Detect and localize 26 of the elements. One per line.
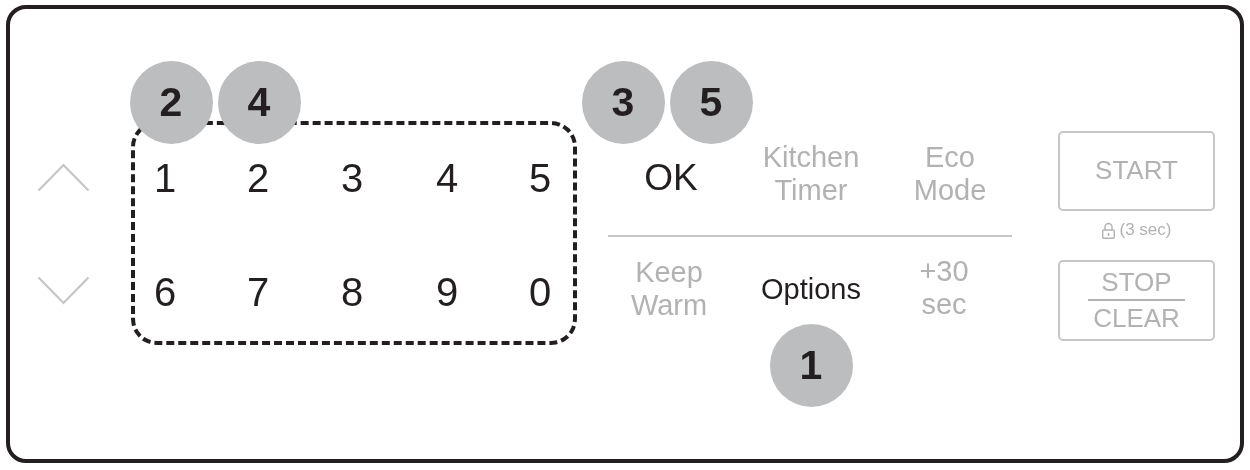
hold-time-label: (3 sec) bbox=[1119, 220, 1172, 241]
key-digit: 9 bbox=[435, 270, 459, 314]
key-digit: 0 bbox=[528, 270, 552, 314]
stop-clear-button: STOP CLEAR bbox=[1058, 260, 1215, 341]
key-label: Kitchen Timer bbox=[762, 140, 860, 208]
callout-number: 3 bbox=[581, 60, 665, 144]
key-digit: 8 bbox=[340, 270, 364, 314]
key-label: Keep Warm bbox=[630, 255, 708, 323]
control-panel bbox=[6, 5, 1244, 463]
key-label: Eco Mode bbox=[913, 140, 987, 208]
key-digit: 2 bbox=[246, 156, 270, 200]
callout-number: 5 bbox=[669, 60, 753, 144]
key-digit: 6 bbox=[153, 270, 177, 314]
key-digit: 1 bbox=[153, 156, 177, 200]
key-label: OK bbox=[644, 156, 698, 200]
number-keypad bbox=[131, 121, 577, 345]
key-label: +30 sec bbox=[919, 254, 969, 322]
key-digit: 5 bbox=[528, 156, 552, 200]
key-label: Options bbox=[761, 273, 861, 307]
callout-number: 2 bbox=[129, 60, 213, 144]
callout-number: 4 bbox=[217, 60, 301, 144]
key-digit: 3 bbox=[340, 156, 364, 200]
callout-number: 1 bbox=[769, 323, 853, 407]
key-digit: 4 bbox=[435, 156, 459, 200]
key-digit: 7 bbox=[246, 270, 270, 314]
start-button: START bbox=[1058, 131, 1215, 211]
